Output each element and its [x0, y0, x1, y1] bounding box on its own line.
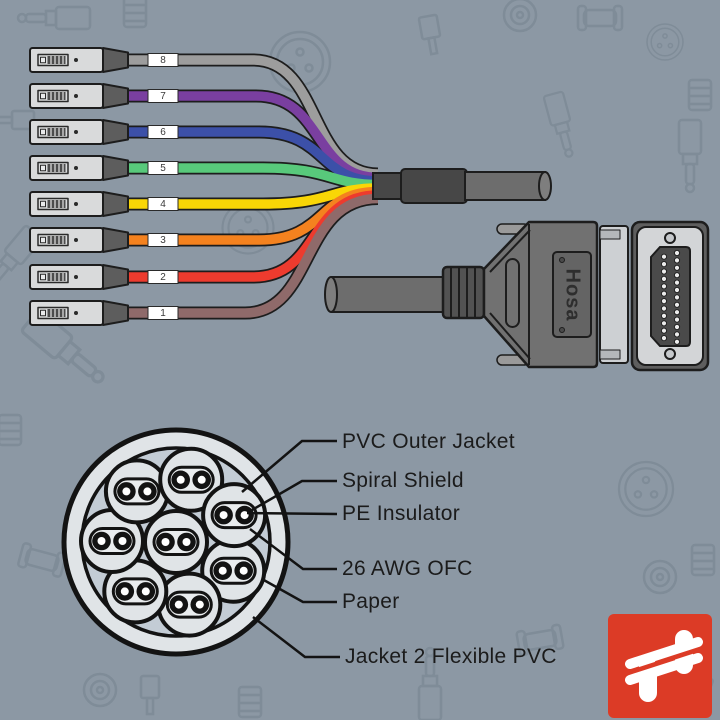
screw-hole-top — [664, 232, 676, 244]
channel-pairs — [79, 446, 268, 638]
screw-hole-bottom — [664, 348, 676, 360]
xlr-connector-5 — [29, 155, 129, 181]
xlr-connector-4 — [29, 191, 129, 217]
hosa-logo — [608, 614, 712, 718]
leader-line-paper — [261, 577, 337, 604]
leader-line-pe-insulator — [246, 511, 338, 516]
strain-relief — [441, 265, 486, 320]
dsub-pins — [660, 249, 681, 345]
leader-lines — [241, 439, 340, 659]
cable-number-3: 3 — [160, 234, 166, 246]
cables — [125, 55, 379, 318]
label-pe-insulator: PE Insulator — [342, 502, 460, 525]
dsub-brand-label: Hosa — [561, 268, 584, 322]
xlr-connector-1 — [29, 300, 129, 326]
db25-face — [630, 220, 710, 372]
label-pvc-outer-jacket: PVC Outer Jacket — [342, 430, 515, 453]
cable-number-6: 6 — [160, 126, 166, 138]
cable-cut-end — [324, 276, 338, 313]
cable-5 — [125, 163, 379, 190]
label-jacket-2-flexible-pvc: Jacket 2 Flexible PVC — [345, 645, 557, 668]
xlr-connectors — [29, 47, 129, 326]
label-spiral-shield: Spiral Shield — [342, 469, 464, 492]
leader-line-jacket-2 — [252, 616, 340, 659]
cross-section-diagram — [61, 427, 340, 659]
cable-number-tags — [147, 53, 179, 320]
xlr-connector-6 — [29, 119, 129, 145]
cable-number-4: 4 — [160, 198, 166, 210]
db25-connector-side — [324, 220, 629, 369]
xlr-connector-3 — [29, 227, 129, 253]
cable-number-8: 8 — [160, 54, 166, 66]
cable-number-2: 2 — [160, 271, 166, 283]
leader-line-pvc-outer-jacket — [241, 439, 337, 493]
leader-line-spiral-shield — [251, 479, 337, 512]
xlr-connector-2 — [29, 264, 129, 290]
cable-1 — [125, 193, 379, 318]
cable-number-7: 7 — [160, 90, 166, 102]
xlr-connector-7 — [29, 83, 129, 109]
junction-boot — [372, 168, 552, 204]
dsub-pin-field — [650, 246, 691, 347]
label-paper: Paper — [342, 590, 400, 613]
leader-line-26-awg-ofc — [249, 528, 337, 571]
cable-number-5: 5 — [160, 162, 166, 174]
hosa-plate — [552, 251, 592, 338]
cable-8 — [125, 55, 379, 179]
cable-number-1: 1 — [160, 307, 166, 319]
dsub-flange — [599, 225, 629, 364]
label-26-awg-ofc: 26 AWG OFC — [342, 557, 473, 580]
xlr-connector-8 — [29, 47, 129, 73]
